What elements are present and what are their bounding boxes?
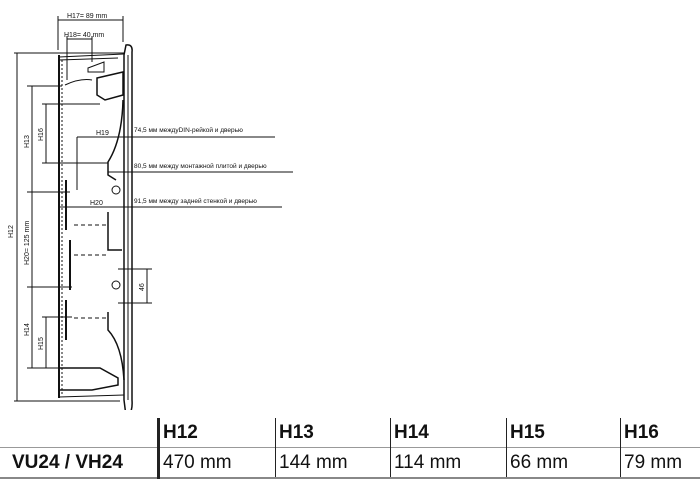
h20-label: H20= 125 mm: [24, 221, 31, 265]
h20-marker-label: H20: [90, 200, 103, 207]
annotation-back-wall: 91,5 мм между задней стенкой и дверью: [134, 197, 257, 205]
table-header-row: H12 H13 H14 H15 H16: [0, 418, 700, 448]
header-h16: H16: [620, 418, 700, 448]
table-corner: [0, 418, 159, 448]
gap-label: 46: [139, 283, 146, 291]
header-h12: H12: [157, 418, 276, 448]
row-label: VU24 / VH24: [0, 447, 159, 479]
cell-h14: 114 mm: [390, 447, 507, 479]
latch-circle: [111, 280, 121, 290]
h14-label: H14: [24, 323, 31, 336]
cabinet-section-drawing: H17= 89 mm H18= 40 mm H19 H20 74,5 мм ме…: [8, 13, 293, 410]
header-h14: H14: [390, 418, 507, 448]
top-frame: [58, 53, 125, 61]
dimensions-table: H12 H13 H14 H15 H16 VU24 / VH24 470 mm 1…: [0, 418, 700, 479]
bottom-frame: [59, 367, 119, 391]
h16-label: H16: [38, 128, 45, 141]
cell-h16: 79 mm: [620, 447, 700, 479]
latch-circle-upper: [111, 185, 121, 195]
din-rail: [65, 180, 71, 340]
annotation-din-rail: 74,5 мм междуDIN-рейкой и дверью: [134, 126, 243, 134]
header-h15: H15: [506, 418, 621, 448]
door-profile: [123, 44, 133, 410]
header-h13: H13: [275, 418, 391, 448]
annotation-mounting-plate: 80,5 мм между монтажной плитой и дверью: [134, 162, 267, 170]
lower-front-panel: [107, 212, 125, 381]
top-hinge: [87, 61, 105, 73]
bottom-plate: [58, 394, 125, 398]
cell-h15: 66 mm: [506, 447, 621, 479]
h19-label: H19: [96, 130, 109, 137]
h17-label: H17= 89 mm: [67, 13, 107, 20]
cell-h13: 144 mm: [275, 447, 391, 479]
h13-label: H13: [24, 135, 31, 148]
top-cover-curve: [64, 79, 93, 86]
h15-label: H15: [38, 337, 45, 350]
top-profile: [96, 71, 124, 101]
cell-h12: 470 mm: [157, 447, 276, 479]
module-outline: [74, 224, 108, 319]
h12-label: H12: [8, 225, 15, 238]
table-row: VU24 / VH24 470 mm 144 mm 114 mm 66 mm 7…: [0, 447, 700, 479]
h18-label: H18= 40 mm: [64, 32, 104, 39]
upper-front-panel: [107, 99, 124, 181]
